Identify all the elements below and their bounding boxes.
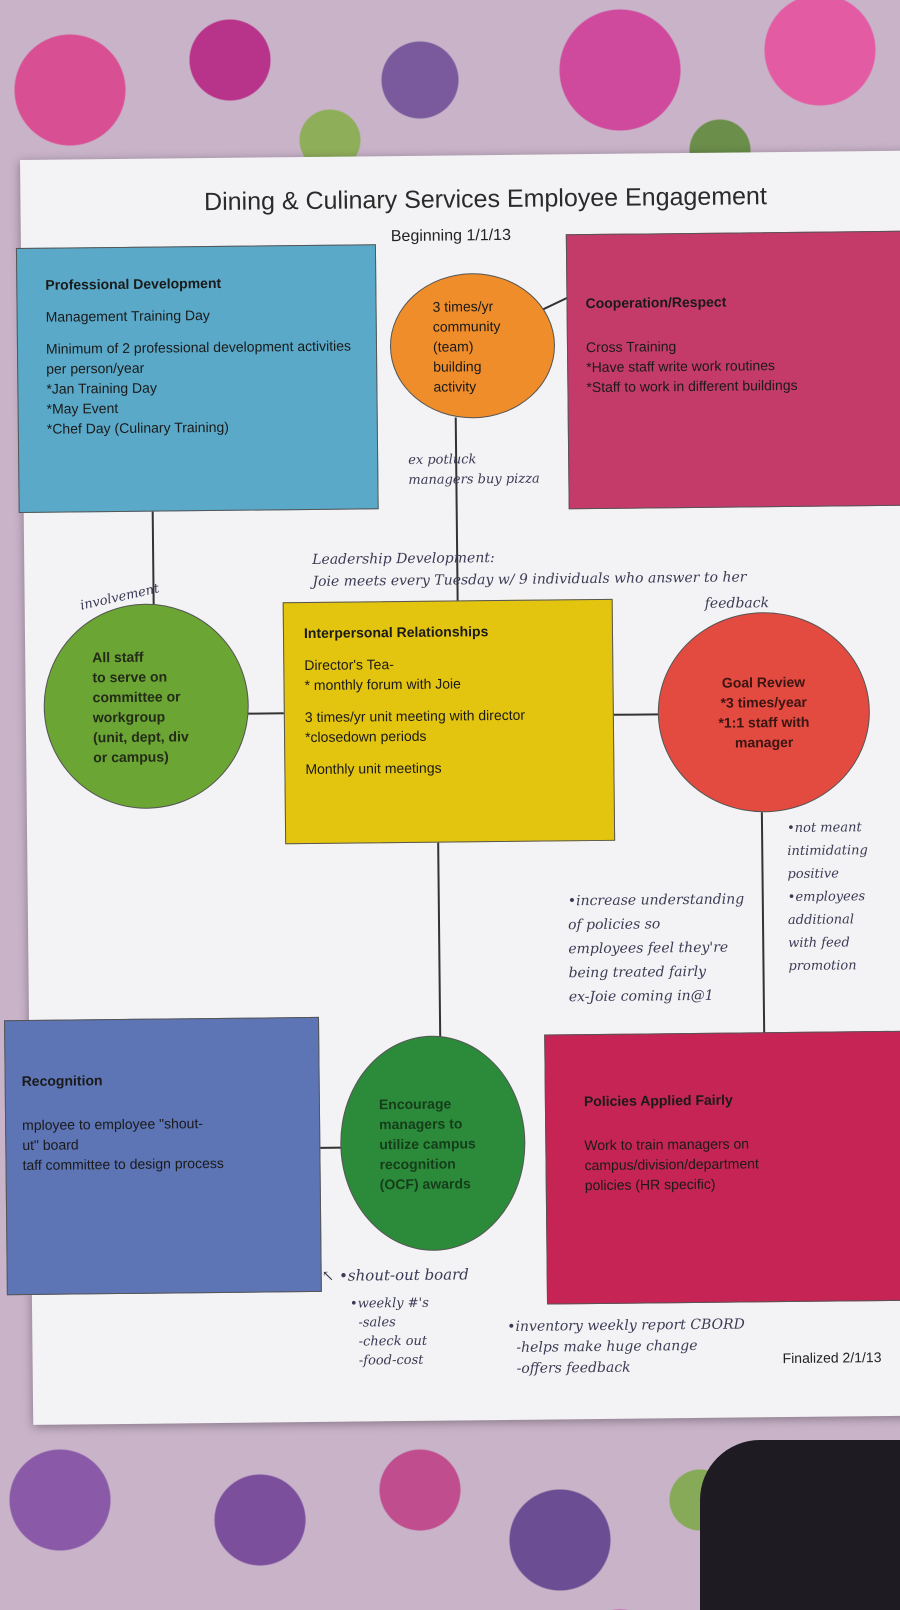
involvement-line: to serve on	[92, 667, 168, 685]
involvement-circle: All staff to serve on committee or workg…	[42, 602, 250, 810]
pd-line: *Chef Day (Culinary Training)	[46, 418, 229, 437]
encourage-line: Encourage	[378, 1095, 452, 1112]
policies-heading: Policies Applied Fairly	[583, 1091, 733, 1110]
connector-involvement-interpersonal	[247, 712, 286, 715]
handwritten-feedback-label: feedback	[704, 595, 770, 612]
handwritten-not-meant-note: •not meant intimidating positive •employ…	[786, 820, 868, 974]
policies-applied-fairly-box: Policies Applied Fairly Work to train ma…	[544, 1030, 900, 1305]
connector-interpersonal-encourage	[437, 842, 442, 1038]
involvement-line: or campus)	[93, 747, 169, 765]
community-line: 3 times/yr	[432, 297, 494, 315]
encourage-line: managers to	[379, 1114, 463, 1132]
recognition-heading: Recognition	[21, 1072, 103, 1090]
cooperation-heading: Cooperation/Respect	[585, 293, 727, 312]
professional-development-heading: Professional Development	[45, 274, 222, 293]
policies-line: policies (HR specific)	[584, 1175, 716, 1194]
cooperation-line: *Staff to work in different buildings	[586, 376, 798, 396]
interpersonal-line: Monthly unit meetings	[305, 759, 442, 778]
community-line: activity	[433, 377, 477, 395]
connector-recognition-encourage	[320, 1146, 343, 1149]
finalized-date: Finalized 2/1/13	[782, 1349, 882, 1367]
handwritten-leadership-note: Leadership Development: Joie meets every…	[312, 550, 747, 590]
diagram-sheet: Dining & Culinary Services Employee Enga…	[4, 150, 900, 1425]
encourage-line: (OCF) awards	[379, 1174, 471, 1192]
recognition-box: Recognition mployee to employee "shout- …	[4, 1016, 322, 1296]
community-building-circle: 3 times/yr community (team) building act…	[389, 272, 556, 420]
background-shadow	[700, 1440, 900, 1610]
interpersonal-heading: Interpersonal Relationships	[303, 623, 489, 642]
recognition-line: taff committee to design process	[22, 1154, 224, 1174]
interpersonal-relationships-box: Interpersonal Relationships Director's T…	[282, 598, 616, 845]
encourage-managers-circle: Encourage managers to utilize campus rec…	[339, 1034, 527, 1252]
handwritten-understanding-note: •increase understanding of policies so e…	[567, 891, 745, 1006]
diagram-subtitle: Beginning 1/1/13	[390, 226, 512, 246]
goal-review-line: *3 times/year	[720, 693, 808, 711]
professional-development-box: Professional Development Management Trai…	[15, 244, 379, 514]
community-line: community	[432, 317, 501, 335]
goal-review-line: Goal Review	[721, 673, 806, 691]
connector-goal-policies	[760, 812, 766, 1035]
cooperation-respect-box: Cooperation/Respect Cross Training *Have…	[565, 230, 900, 510]
community-line: (team)	[432, 337, 474, 355]
handwritten-inventory-note: •inventory weekly report CBORD -helps ma…	[507, 1316, 745, 1377]
involvement-line: All staff	[92, 648, 144, 665]
handwritten-potluck-note: ex potluck managers buy pizza	[408, 452, 540, 488]
diagram-title: Dining & Culinary Services Employee Enga…	[203, 182, 767, 217]
community-line: building	[433, 357, 482, 375]
encourage-line: utilize campus	[379, 1134, 476, 1152]
connector-interpersonal-goal	[613, 713, 660, 716]
involvement-line: workgroup	[92, 708, 166, 725]
goal-review-line: manager	[734, 733, 794, 751]
encourage-line: recognition	[379, 1154, 456, 1172]
involvement-line: (unit, dept, div	[92, 727, 189, 745]
involvement-line: committee or	[92, 687, 181, 705]
handwritten-shoutout-note: ↖ •shout-out board	[321, 1265, 469, 1285]
handwritten-weekly-note: •weekly #'s -sales -check out -food-cost	[349, 1295, 429, 1369]
goal-review-circle: Goal Review *3 times/year *1:1 staff wit…	[656, 611, 871, 814]
goal-review-line: *1:1 staff with	[718, 713, 810, 731]
pd-line: Minimum of 2 professional development ac…	[45, 337, 352, 377]
